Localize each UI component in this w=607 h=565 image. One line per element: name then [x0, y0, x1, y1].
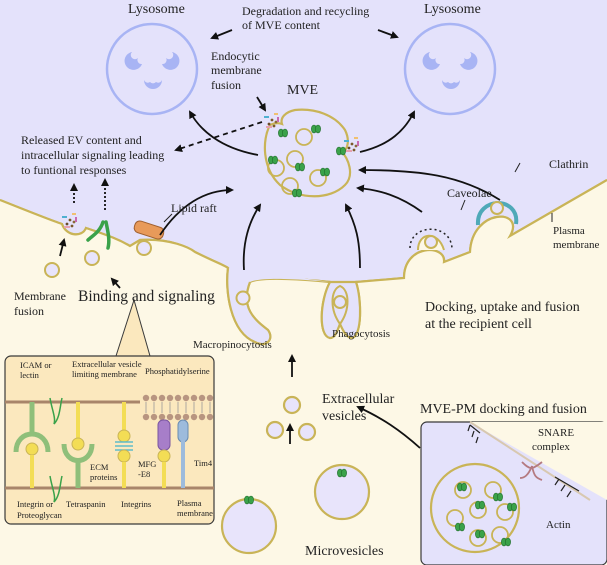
label-binding-signaling: Binding and signaling — [78, 288, 215, 305]
label-extracellular-vesicles: Extracellular — [322, 392, 395, 407]
integrin-proteoglycan-pair — [61, 402, 95, 488]
inset-label-ecm: ECM — [90, 462, 109, 472]
phosphatidylserine-bilayer — [142, 394, 214, 421]
caveolae — [409, 228, 453, 251]
label-lysosome-left: Lysosome — [128, 2, 185, 17]
mve — [263, 108, 359, 198]
label-actin: Actin — [546, 519, 571, 531]
label-released-3: to funtional responses — [21, 163, 127, 177]
inset-label-icam: ICAM or — [20, 360, 52, 370]
extracellular-vesicles — [265, 395, 317, 442]
label-docking: Docking, uptake and fusion — [425, 300, 580, 315]
label-docking-2: at the recipient cell — [425, 317, 532, 332]
inset-label-integrins: Integrins — [121, 499, 151, 509]
label-microvesicles: Microvesicles — [305, 544, 384, 559]
label-plasma-membrane-2: membrane — [553, 239, 600, 251]
clathrin-coated-pit — [475, 201, 519, 226]
receptor-binding — [86, 220, 111, 250]
pathway-arrows — [58, 29, 501, 449]
snare-complex — [519, 461, 543, 481]
inset-label-integrin: Integrin or — [17, 499, 53, 509]
label-lysosome-right: Lysosome — [424, 2, 481, 17]
icam-integrin-pair — [13, 402, 51, 488]
inset-label-mfg: MFG — [138, 459, 156, 469]
inset-label-mfg-2: -E8 — [138, 469, 150, 479]
label-endocytic-2: membrane — [211, 63, 262, 77]
lysosome-left — [105, 22, 199, 116]
label-endocytic: Endocytic — [211, 49, 260, 63]
docking-mve — [429, 462, 521, 554]
label-endocytic-3: fusion — [211, 78, 241, 92]
label-caveolae: Caveolae — [447, 186, 492, 200]
mfg-e8-integrin — [157, 419, 171, 488]
inset-label-plasma: Plasma — [177, 498, 202, 508]
inset-label-tim4: Tim4 — [194, 458, 213, 468]
label-plasma-membrane: Plasma — [553, 225, 585, 237]
label-phagocytosis: Phagocytosis — [332, 328, 390, 340]
integrin-ecm-pair — [115, 402, 133, 488]
inset-label-icam-2: lectin — [20, 370, 40, 380]
label-mve-pm-title: MVE-PM docking and fusion — [420, 402, 587, 417]
inset-label-ev-membrane: Extracellular vesicle — [72, 359, 142, 369]
inset-label-ev-membrane-2: limiting membrane — [72, 369, 137, 379]
label-extracellular-vesicles-2: vesicles — [322, 409, 366, 424]
ev-approaching-fusion — [44, 262, 60, 278]
actin-filaments — [467, 424, 580, 498]
tetraspanin — [49, 397, 63, 503]
label-mve: MVE — [287, 83, 318, 98]
label-membrane-fusion-2: fusion — [14, 304, 44, 318]
inset-label-integrin-2: Proteoglycan — [17, 510, 63, 520]
inset-label-tetraspanin: Tetraspanin — [66, 499, 106, 509]
tim4 — [177, 419, 189, 488]
lysosome-right — [403, 22, 497, 116]
inset-label-ecm-2: proteins — [90, 472, 117, 482]
label-macropinocytosis: Macropinocytosis — [193, 339, 272, 351]
label-membrane-fusion: Membrane — [14, 289, 66, 303]
inset-label-phosphatidylserine: Phosphatidylserine — [145, 366, 210, 376]
label-degradation: Degradation and recycling — [242, 4, 369, 18]
macropinocytosis-vesicle — [235, 290, 251, 306]
label-degradation-2: of MVE content — [242, 18, 321, 32]
phagocytic-cup — [331, 284, 349, 326]
label-released-2: intracellular signaling leading — [21, 148, 164, 162]
lipid-raft — [133, 220, 165, 240]
microvesicles — [220, 463, 371, 555]
label-snare-2: complex — [532, 441, 570, 453]
label-lipid-raft: Lipid raft — [171, 201, 217, 215]
inset-label-plasma-2: membrane — [177, 508, 213, 518]
label-released: Released EV content and — [21, 133, 142, 147]
label-snare: SNARE — [538, 427, 574, 439]
label-clathrin: Clathrin — [549, 157, 588, 171]
